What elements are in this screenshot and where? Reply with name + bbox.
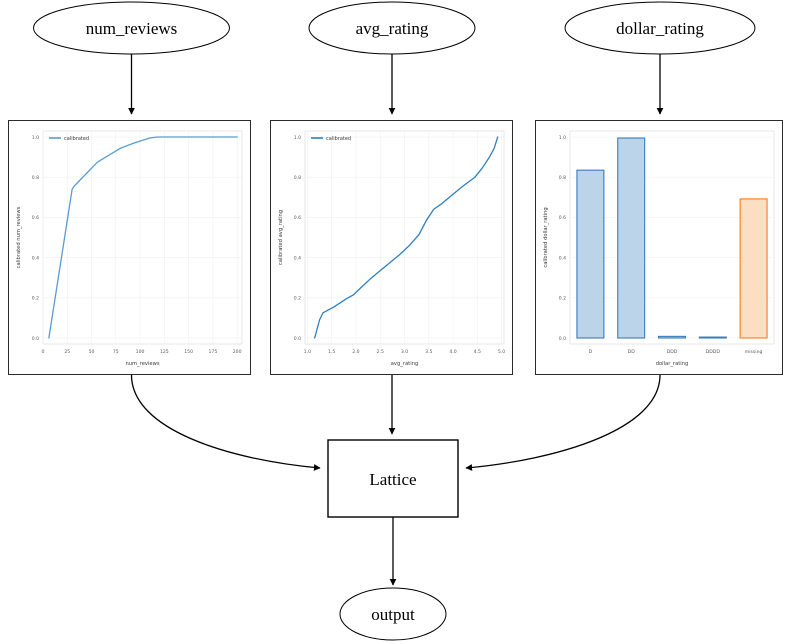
x-axis-label: dollar_rating (656, 361, 689, 367)
x-tick-label: 4.5 (474, 349, 481, 355)
y-tick-label: 1.0 (294, 135, 301, 141)
x-tick-label: 1.0 (304, 349, 311, 355)
x-tick-label: 50 (89, 349, 95, 355)
y-tick-label: 1.0 (32, 135, 39, 141)
y-tick-label: 0.0 (32, 336, 39, 342)
x-tick-label: 150 (184, 349, 193, 355)
calibrator-plot-avg-rating: 1.0 1.5 2.0 2.5 3.0 3.5 4.0 4.5 5.0 0.0 0.2 0.4 0.6 0… (278, 130, 505, 367)
x-axis-label: num_reviews (125, 361, 159, 367)
y-axis-label: calibrated dollar_rating (543, 207, 549, 267)
x-axis-label: avg_rating (391, 361, 419, 367)
x-tick-label: 3.5 (425, 349, 432, 355)
y-tick-label: 0.2 (559, 296, 566, 302)
bar (576, 169, 605, 339)
x-tick-label: DDD (667, 349, 678, 355)
x-tick-label: 200 (233, 349, 242, 355)
legend-label: calibrated (64, 136, 89, 142)
node-dollar-rating[interactable]: dollar_rating (564, 1, 756, 55)
chart-panel-num-reviews: 0 25 50 75 100 125 150 175 200 0.0 0.2 0.4 0.6 0.8 1.0… (8, 120, 251, 375)
calibrator-plot-num-reviews: 0 25 50 75 100 125 150 175 200 0.0 0.2 0.4 0.6 0.8 1.0… (16, 130, 243, 367)
node-lattice-label: Lattice (369, 470, 416, 489)
y-tick-label: 0.8 (559, 175, 566, 181)
y-axis-label: calibrated num_reviews (16, 206, 22, 268)
x-tick-label: 175 (208, 349, 217, 355)
node-num-reviews-label: num_reviews (86, 19, 178, 38)
x-tick-label: 2.0 (352, 349, 359, 355)
node-output[interactable]: output (339, 587, 447, 641)
x-tick-label: 3.0 (401, 349, 408, 355)
x-tick-label: 5.0 (498, 349, 505, 355)
edge-calibrator-dollar-rating-to-lattice (465, 374, 661, 471)
x-tick-label: DD (628, 349, 636, 355)
bar (739, 198, 768, 339)
node-dollar-rating-label: dollar_rating (616, 19, 704, 38)
x-tick-label: missing (745, 349, 763, 355)
edge-calibrator-num-reviews-to-lattice (130, 374, 321, 471)
y-tick-label: 0.8 (32, 175, 39, 181)
y-tick-label: 0.6 (294, 215, 301, 221)
y-tick-label: 0.8 (294, 175, 301, 181)
x-tick-label: 1.5 (328, 349, 335, 355)
y-tick-label: 0.6 (559, 215, 566, 221)
x-tick-label: 0 (42, 349, 45, 355)
x-tick-label: D (589, 349, 593, 355)
legend-label: calibrated (326, 136, 351, 142)
x-tick-label: 75 (113, 349, 119, 355)
series-line (48, 136, 238, 339)
node-lattice[interactable]: Lattice (327, 439, 459, 518)
y-tick-label: 0.0 (559, 336, 566, 342)
y-tick-label: 1.0 (559, 135, 566, 141)
node-num-reviews[interactable]: num_reviews (33, 1, 230, 55)
bar (617, 137, 646, 339)
bar (698, 336, 727, 339)
x-tick-label: 2.5 (377, 349, 384, 355)
chart-panel-avg-rating: 1.0 1.5 2.0 2.5 3.0 3.5 4.0 4.5 5.0 0.0 0.2 0.4 0.6 0… (270, 120, 513, 375)
y-tick-label: 0.0 (294, 336, 301, 342)
y-tick-label: 0.2 (32, 296, 39, 302)
x-tick-label: 100 (136, 349, 145, 355)
y-tick-label: 0.4 (32, 255, 39, 261)
bar (657, 335, 687, 339)
series-line (314, 136, 499, 339)
x-tick-label: 125 (160, 349, 169, 355)
y-tick-label: 0.4 (559, 255, 566, 261)
y-tick-label: 0.4 (294, 255, 301, 261)
y-axis-label: calibrated avg_rating (278, 210, 284, 265)
node-output-label: output (371, 605, 415, 624)
y-tick-label: 0.2 (294, 296, 301, 302)
x-tick-label: 25 (64, 349, 70, 355)
y-tick-label: 0.6 (32, 215, 39, 221)
x-tick-label: DDDD (706, 349, 721, 355)
x-tick-label: 4.0 (449, 349, 456, 355)
node-avg-rating[interactable]: avg_rating (308, 1, 476, 55)
node-avg-rating-label: avg_rating (356, 19, 429, 38)
